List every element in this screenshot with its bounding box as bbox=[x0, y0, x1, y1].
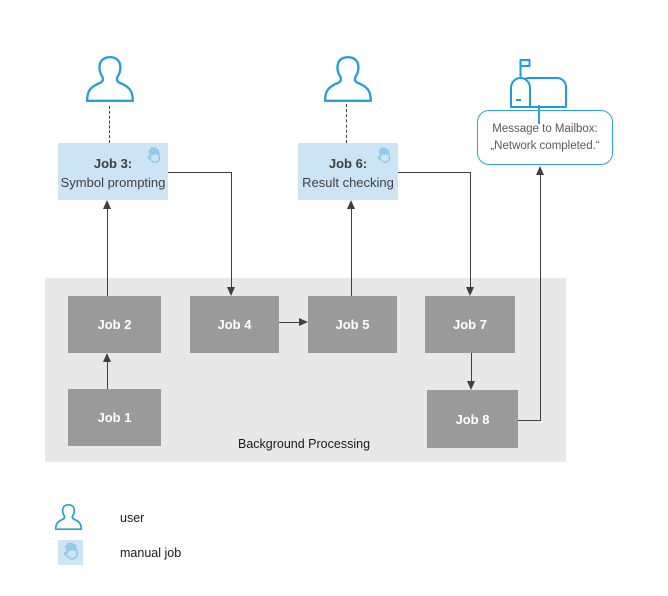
hand-icon bbox=[63, 542, 78, 560]
arrow-job3-to-job4-hline bbox=[168, 172, 231, 173]
manual-job-node-job3: Job 3: Symbol prompting bbox=[58, 143, 168, 200]
job-node-job4: Job 4 bbox=[190, 296, 279, 353]
user-icon bbox=[54, 503, 83, 531]
mailbox-message-bubble: Message to Mailbox: „Network completed.“ bbox=[477, 110, 613, 165]
hand-icon bbox=[147, 147, 161, 163]
arrow-job7-to-job8-head bbox=[466, 381, 475, 390]
mailbox-icon bbox=[510, 59, 567, 108]
hand-icon bbox=[377, 147, 391, 163]
job-node-job2: Job 2 bbox=[68, 296, 161, 353]
user-icon bbox=[85, 55, 134, 103]
arrow-job2-to-job3-head bbox=[102, 200, 111, 209]
arrow-job2-to-job3-line bbox=[107, 208, 108, 296]
user-to-job6-dashed-line bbox=[346, 104, 347, 143]
legend-user-label: user bbox=[120, 511, 145, 525]
mailbox-message-line1: Message to Mailbox: bbox=[492, 122, 598, 135]
manual-job-node-job6: Job 6: Result checking bbox=[298, 143, 398, 200]
job6-title: Job 6: bbox=[328, 156, 368, 171]
arrow-job5-to-job6-line bbox=[351, 208, 352, 296]
job3-subtitle: Symbol prompting bbox=[60, 175, 166, 190]
arrow-job6-to-job7-vline bbox=[470, 172, 471, 288]
arrow-job3-to-job4-vline bbox=[231, 172, 232, 288]
background-processing-label: Background Processing bbox=[238, 437, 371, 451]
user-to-job3-dashed-line bbox=[109, 106, 110, 143]
job-node-job8: Job 8 bbox=[427, 390, 518, 448]
legend-manual-job-label: manual job bbox=[120, 546, 182, 560]
arrow-job3-to-job4-head bbox=[226, 287, 235, 296]
job-node-job5: Job 5 bbox=[308, 296, 397, 353]
arrow-job1-to-job2-line bbox=[107, 361, 108, 389]
arrow-job1-to-job2-head bbox=[102, 353, 111, 362]
arrow-job6-to-job7-head bbox=[465, 287, 474, 296]
arrow-job6-to-job7-hline bbox=[398, 172, 470, 173]
job-node-job7: Job 7 bbox=[425, 296, 515, 353]
user-icon bbox=[323, 55, 372, 103]
arrow-job5-to-job6-head bbox=[346, 200, 355, 209]
mailbox-message-line2: „Network completed.“ bbox=[490, 139, 600, 152]
arrow-job8-to-mailbox-hline bbox=[518, 420, 541, 421]
arrow-job8-to-mailbox-head bbox=[535, 166, 544, 175]
mailbox-post-line bbox=[538, 105, 540, 124]
job6-subtitle: Result checking bbox=[302, 175, 394, 190]
job3-title: Job 3: bbox=[93, 156, 133, 171]
job-node-job1: Job 1 bbox=[68, 389, 161, 446]
arrow-job8-to-mailbox-vline bbox=[540, 174, 541, 420]
arrow-job4-to-job5-line bbox=[279, 322, 300, 323]
arrow-job4-to-job5-head bbox=[299, 317, 308, 326]
arrow-job7-to-job8-line bbox=[471, 353, 472, 382]
